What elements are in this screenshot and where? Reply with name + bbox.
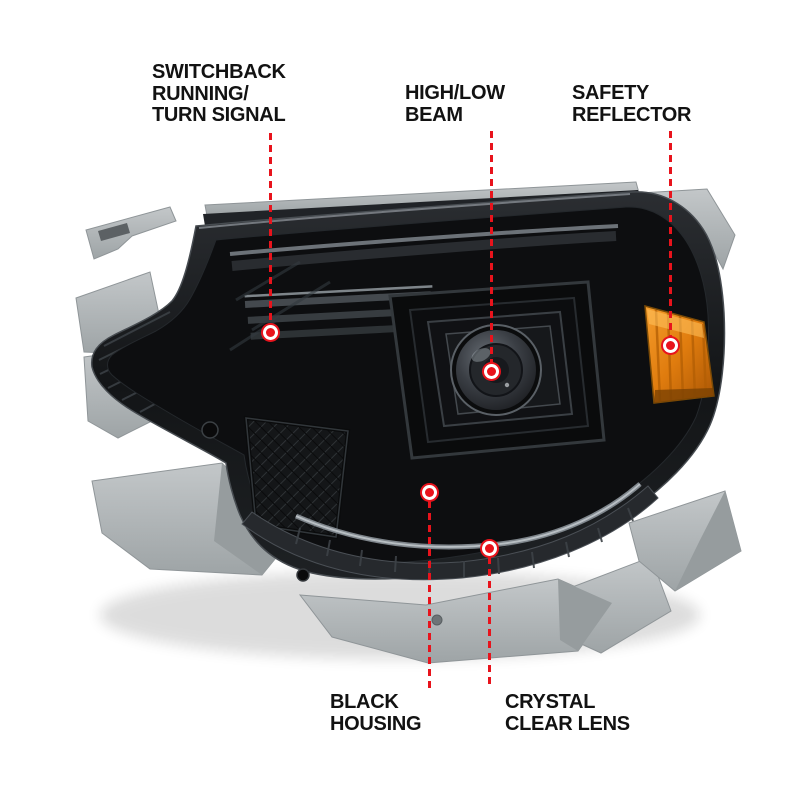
- upper-reflector-step: [231, 231, 617, 271]
- switchback-led-strip: [244, 285, 433, 340]
- top-edge-highlight: [198, 193, 631, 229]
- upper-drl-bar: [229, 224, 619, 256]
- mesh-vent-frame: [245, 417, 349, 538]
- projector-assembly: [388, 280, 606, 460]
- bracket-slot: [98, 223, 130, 241]
- clear-lens-band: [241, 482, 659, 581]
- amber-side-reflector: [644, 304, 715, 404]
- fastener-screws: [201, 421, 443, 626]
